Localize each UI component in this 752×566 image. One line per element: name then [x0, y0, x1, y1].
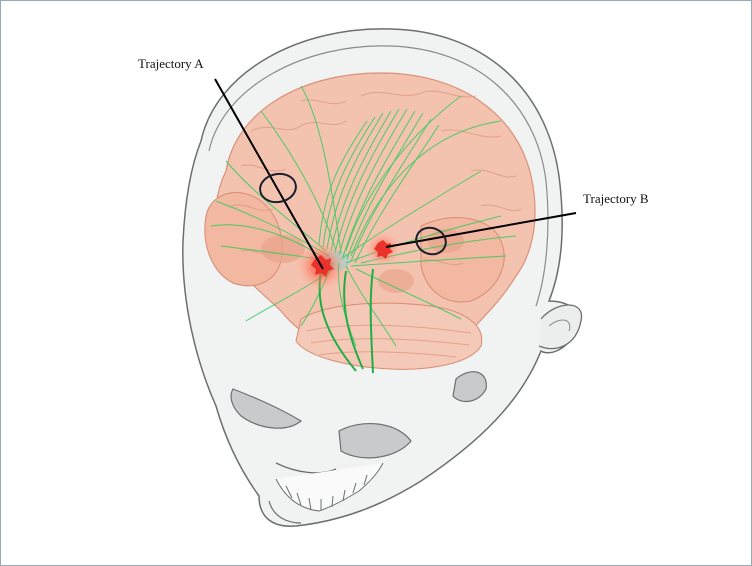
entry-burr-hole-a — [259, 172, 297, 204]
trajectory-a — [214, 78, 324, 270]
trajectory-b-label: Trajectory B — [583, 191, 649, 206]
target-b — [365, 231, 401, 267]
entry-burr-hole-b — [415, 226, 447, 256]
trajectory-b — [385, 212, 577, 256]
teeth — [275, 462, 384, 512]
trajectory-a-label: Trajectory A — [138, 56, 204, 71]
brain — [204, 72, 536, 370]
